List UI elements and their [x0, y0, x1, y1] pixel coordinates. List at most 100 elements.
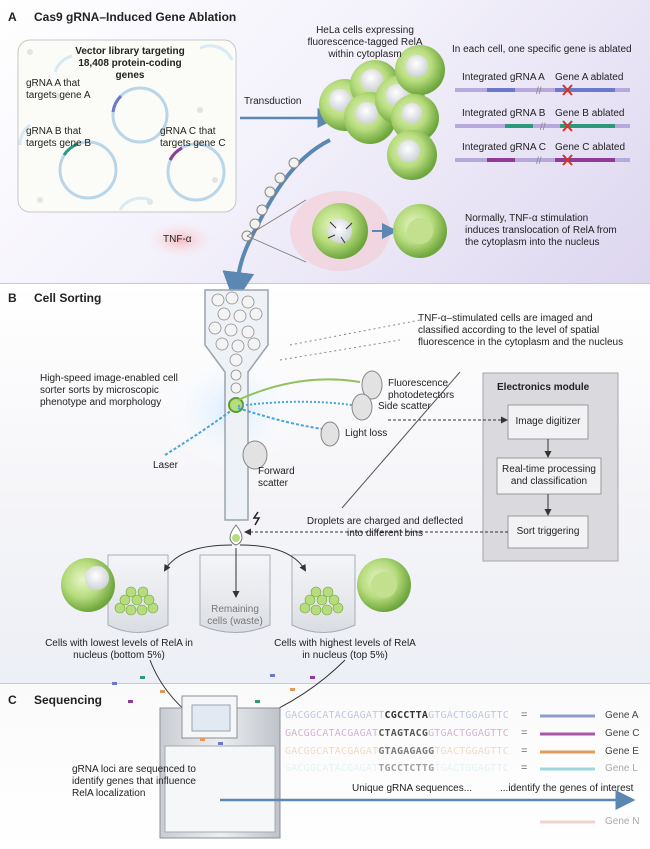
realtime-label: Real-time processing and classification: [502, 464, 596, 487]
dotted-image-lines: [279, 319, 421, 361]
grna-b-label: gRNA B that targets gene B: [26, 126, 92, 149]
integrated-c-label: Integrated gRNA C: [462, 142, 546, 153]
sequence-suffix: TGACTGGAGTTC: [434, 763, 509, 774]
sort-triggering-box: [507, 515, 589, 549]
integrated-a-label: Integrated gRNA A: [462, 72, 545, 83]
blue-side-scatter-beam: [237, 400, 353, 407]
svg-text://: //: [540, 122, 546, 133]
high-nuclear-cell: [357, 558, 411, 612]
sequence-suffix: GTGACTGGAGTTC: [428, 728, 509, 739]
gene-label: Gene L: [605, 763, 638, 774]
grna-sequence: GACGGCATACGAGATTGCCTCTTGTGACTGGAGTTC: [285, 763, 509, 774]
sequence-prefix: GACGGCATACGAGAT: [285, 728, 379, 739]
realtime-box: [496, 457, 602, 495]
remaining-label: Remaining cells (waste): [207, 604, 263, 627]
panel-c-title: Sequencing: [34, 693, 103, 707]
sequencing-note: gRNA loci are sequenced to identify gene…: [72, 764, 196, 799]
sequence-variable-region: CGCCTTA: [384, 710, 429, 721]
plasmid-b: [58, 140, 118, 200]
gene-label: Gene N: [605, 816, 640, 827]
panel-c-letter: C: [8, 693, 17, 707]
cell-after-stimulation: [393, 204, 447, 258]
dna-strand-c: //: [455, 154, 630, 167]
low-nuclear-cell: [61, 558, 115, 612]
right-sort-arrow: [239, 544, 307, 572]
panel-a-title: Cas9 gRNA–Induced Gene Ablation: [34, 10, 237, 24]
grna-sequence: GACGGCATACGAGATTCGCCTTAGTGACTGGAGTTC: [285, 710, 509, 721]
identify-genes-label: ...identify the genes of interest: [500, 783, 634, 794]
sequence-prefix: GACGGCATACGAGAT: [285, 763, 379, 774]
sort-triggering-label: Sort triggering: [516, 526, 580, 537]
vector-library-box: [17, 39, 237, 213]
forward-scatter-label: Forward scatter: [258, 466, 295, 489]
ablated-c-label: Gene C ablated: [555, 142, 626, 153]
image-digitizer-box: [507, 404, 589, 440]
panel-b-title: Cell Sorting: [34, 291, 102, 305]
sequence-suffix: GTGACTGGAGTTC: [428, 710, 509, 721]
confetti-sequences: [112, 674, 315, 745]
dna-strand-a: //: [455, 84, 630, 97]
light-loss-label: Light loss: [345, 428, 388, 439]
integrated-b-label: Integrated gRNA B: [462, 108, 546, 119]
image-digitizer-label: Image digitizer: [515, 416, 581, 427]
right-bin-cells: [299, 586, 344, 616]
panel-a-letter: A: [8, 10, 17, 24]
side-scatter-label: Side scatter: [378, 401, 431, 412]
flow-cells: [241, 157, 300, 242]
grna-sequence: GACGGCATACGAGATGTAGAGAGGTGACTGGAGTTC: [285, 746, 509, 757]
fluorescence-label: Fluorescence photodetectors: [388, 378, 455, 401]
gene-label: Gene C: [605, 728, 640, 739]
panel-b-letter: B: [8, 291, 17, 305]
sequence-variable-region: GTAGAGAGG: [378, 746, 435, 757]
background-plasmids: [18, 44, 234, 211]
droplets-label: Droplets are charged and deflected into …: [306, 516, 464, 539]
cell-before-stimulation: [312, 203, 368, 259]
plasmid-a: [111, 86, 169, 144]
funnel-cells: [208, 291, 263, 394]
sequencer-machine: [159, 695, 281, 839]
sequence-prefix: GACGGCATACGAGATT: [285, 710, 385, 721]
equals-sign: =: [521, 709, 528, 721]
transduction-label: Transduction: [244, 96, 302, 107]
green-fluorescence-beam: [237, 378, 361, 401]
tnf-glow: [146, 222, 214, 258]
hela-cell-cluster: [319, 45, 445, 180]
cell-flow-curve: [222, 138, 331, 304]
sequence-variable-region: TGCCTCTTG: [378, 763, 435, 774]
unique-sequences-label: Unique gRNA sequences...: [352, 783, 473, 794]
charge-icon: [252, 511, 261, 526]
lowest-label: Cells with lowest levels of RelA in nucl…: [45, 638, 193, 661]
sequence-prefix: GACGGCATACGAGAT: [285, 746, 379, 757]
svg-text://: //: [536, 86, 542, 97]
sequence-suffix: TGACTGGAGTTC: [434, 746, 509, 757]
highest-label: Cells with highest levels of RelA in nuc…: [274, 638, 416, 661]
sequence-variable-region: CTAGTACG: [378, 728, 429, 739]
light-loss-detector: [320, 421, 340, 447]
library-title: Vector library targeting 18,408 protein-…: [75, 46, 185, 81]
dna-strand-b: //: [455, 120, 630, 133]
panel-divider: [0, 283, 650, 284]
plasmid-c-insert: [168, 146, 183, 161]
sorter-note: High-speed image-enabled cell sorter sor…: [40, 373, 178, 408]
ablated-a-label: Gene A ablated: [555, 72, 624, 83]
equals-sign: =: [521, 762, 528, 774]
grna-a-label: gRNA A that targets gene A: [26, 78, 91, 101]
gene-label: Gene A: [605, 710, 639, 721]
hela-label: HeLa cells expressing fluorescence-tagge…: [307, 25, 423, 60]
ablation-note: In each cell, one specific gene is ablat…: [452, 44, 632, 55]
gene-label: Gene E: [605, 746, 639, 757]
ablated-b-label: Gene B ablated: [555, 108, 625, 119]
tnf-note: Normally, TNF-α stimulation induces tran…: [465, 213, 617, 248]
grna-sequence: GACGGCATACGAGATCTAGTACGGTGACTGGAGTTC: [285, 728, 509, 739]
electronics-title: Electronics module: [497, 382, 590, 393]
forward-scatter-detector: [242, 440, 268, 470]
equals-sign: =: [521, 727, 528, 739]
grna-c-label: gRNA C that targets gene C: [160, 126, 226, 149]
left-sort-arrow: [163, 544, 233, 572]
plasmid-a-insert: [111, 94, 123, 113]
left-bin-cells: [114, 586, 159, 616]
module-bracket: [341, 371, 461, 509]
equals-sign: =: [521, 745, 528, 757]
laser-label: Laser: [153, 460, 179, 471]
